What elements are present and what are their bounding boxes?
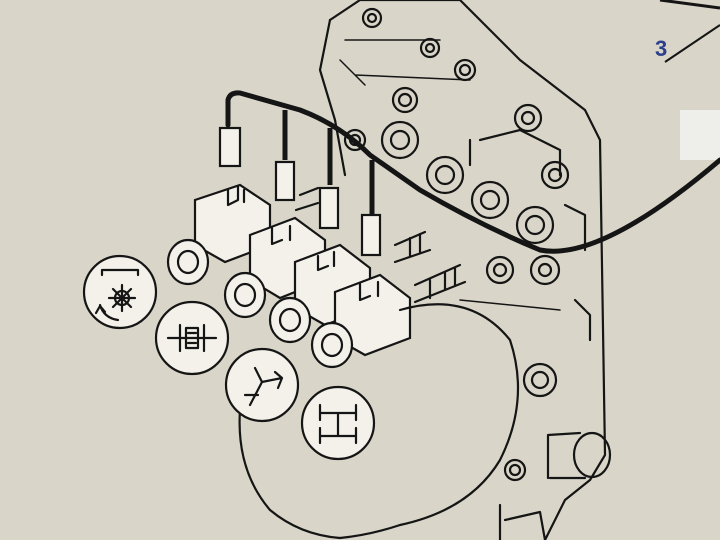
glare-patch (680, 110, 720, 160)
pto-engagement-symbol-icon (224, 347, 300, 423)
hose-fittings (294, 186, 467, 304)
connector-1 (218, 126, 242, 168)
drain-plug (546, 431, 612, 480)
connector-2 (274, 160, 296, 202)
connector-3 (318, 186, 340, 230)
housing-bolt-holes (343, 7, 570, 482)
differential-lock-symbol-icon (154, 300, 230, 376)
connector-4 (360, 213, 382, 257)
solenoid-valve-4 (310, 273, 412, 369)
fan-clutch-symbol-icon (82, 254, 158, 330)
wiring-harness (218, 0, 720, 257)
accumulator-cylinder (238, 299, 561, 540)
valve-housing-plate (318, 0, 612, 540)
callout-number: 3 (655, 36, 668, 61)
four-wheel-drive-symbol-icon (300, 385, 376, 461)
